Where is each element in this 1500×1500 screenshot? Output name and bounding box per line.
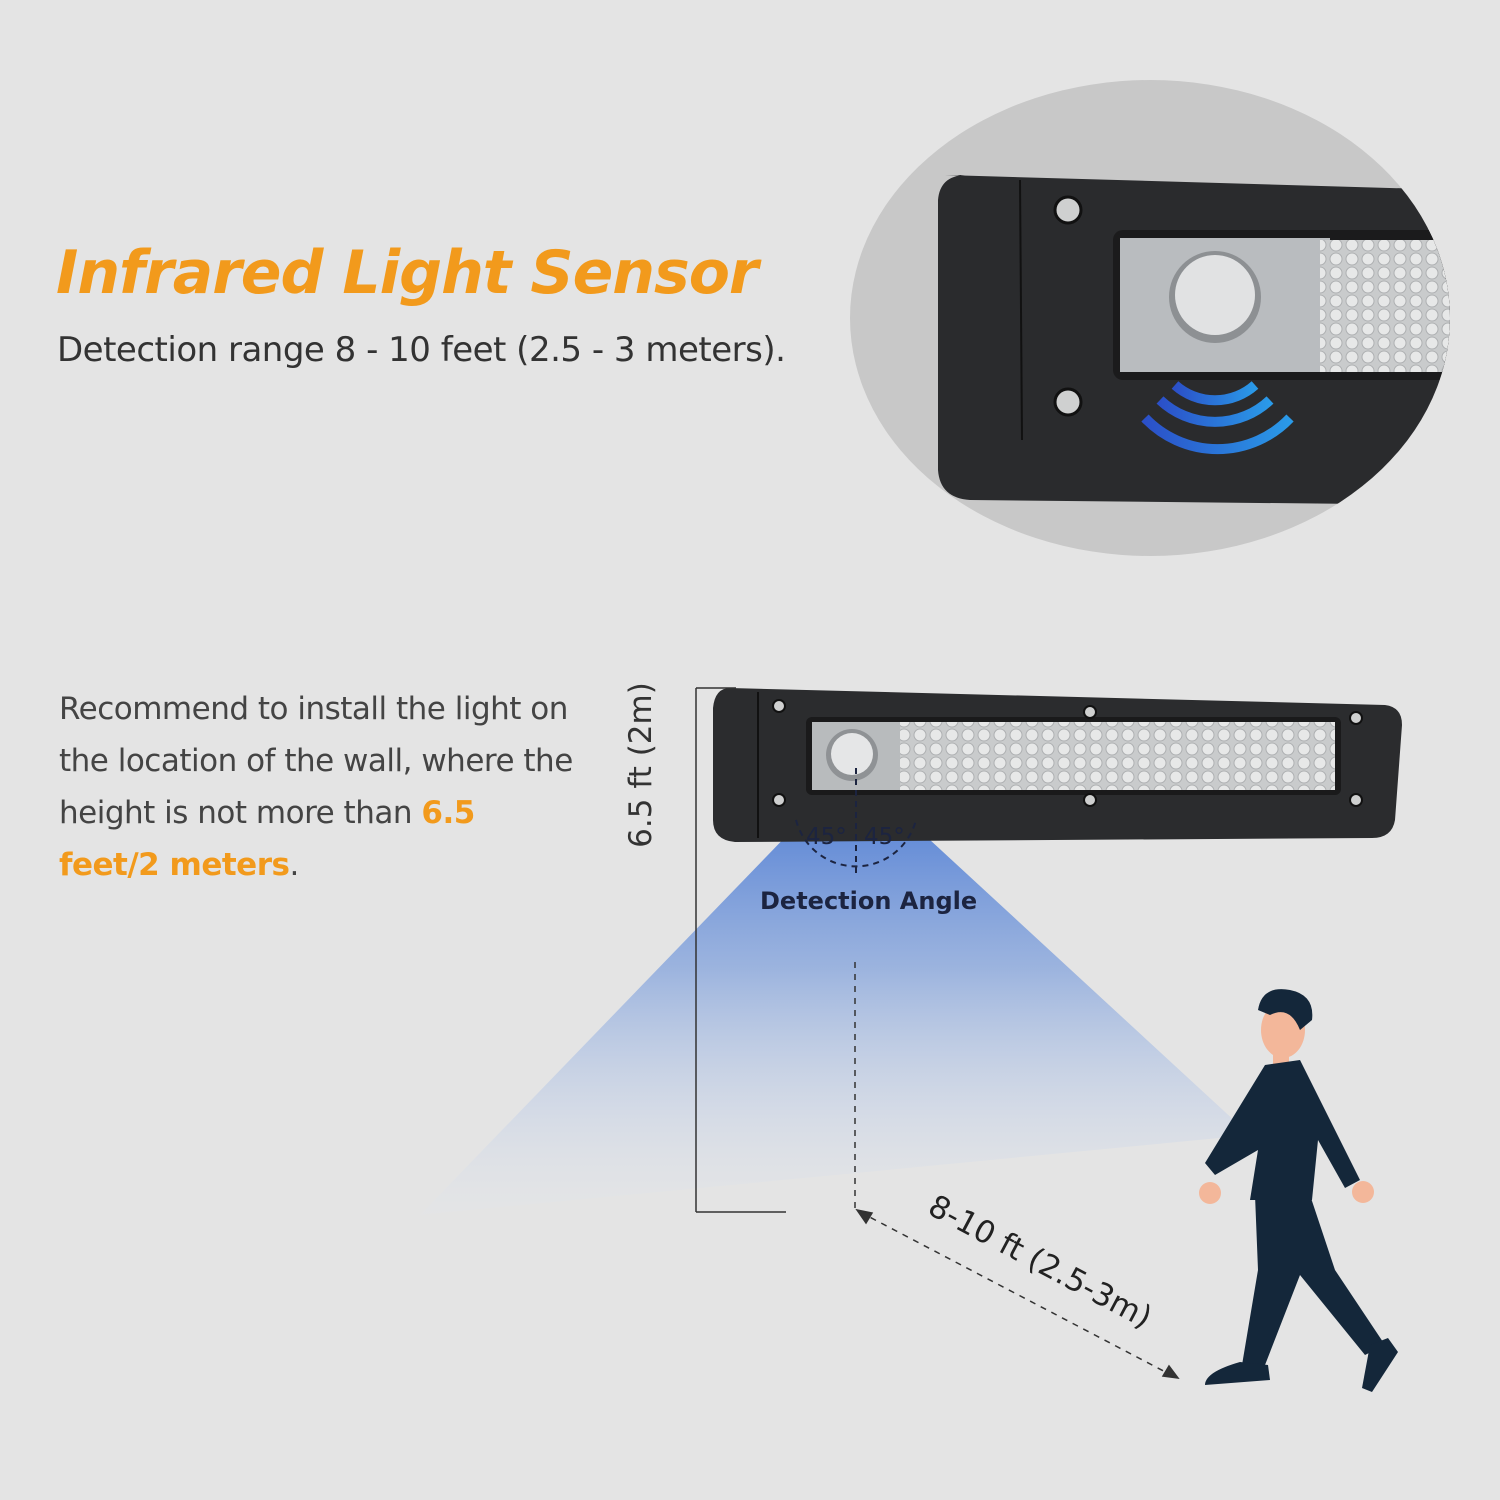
angle-right-label: 45° bbox=[864, 824, 905, 850]
install-recommendation: Recommend to install the light on the lo… bbox=[59, 683, 579, 891]
page-title: Infrared Light Sensor bbox=[56, 238, 759, 308]
install-height-highlight: 6.5 feet/2 meters bbox=[59, 795, 475, 883]
motion-wave-icon bbox=[1141, 381, 1294, 455]
walking-person bbox=[1199, 989, 1398, 1392]
install-text-end: . bbox=[289, 847, 299, 883]
angle-marks bbox=[795, 768, 917, 875]
distance-dimension bbox=[854, 962, 1180, 1379]
detection-angle-caption: Detection Angle bbox=[760, 887, 978, 915]
detection-range-subtitle: Detection range 8 - 10 feet (2.5 - 3 met… bbox=[57, 330, 786, 370]
height-label: 6.5 ft (2m) bbox=[623, 682, 659, 848]
light-bar bbox=[713, 688, 1402, 842]
detection-cone bbox=[420, 768, 1250, 1215]
height-dimension bbox=[695, 687, 786, 1213]
angle-left-label: 45° bbox=[806, 824, 847, 850]
sensor-closeup bbox=[850, 80, 1450, 556]
install-text: Recommend to install the light on the lo… bbox=[59, 691, 573, 831]
